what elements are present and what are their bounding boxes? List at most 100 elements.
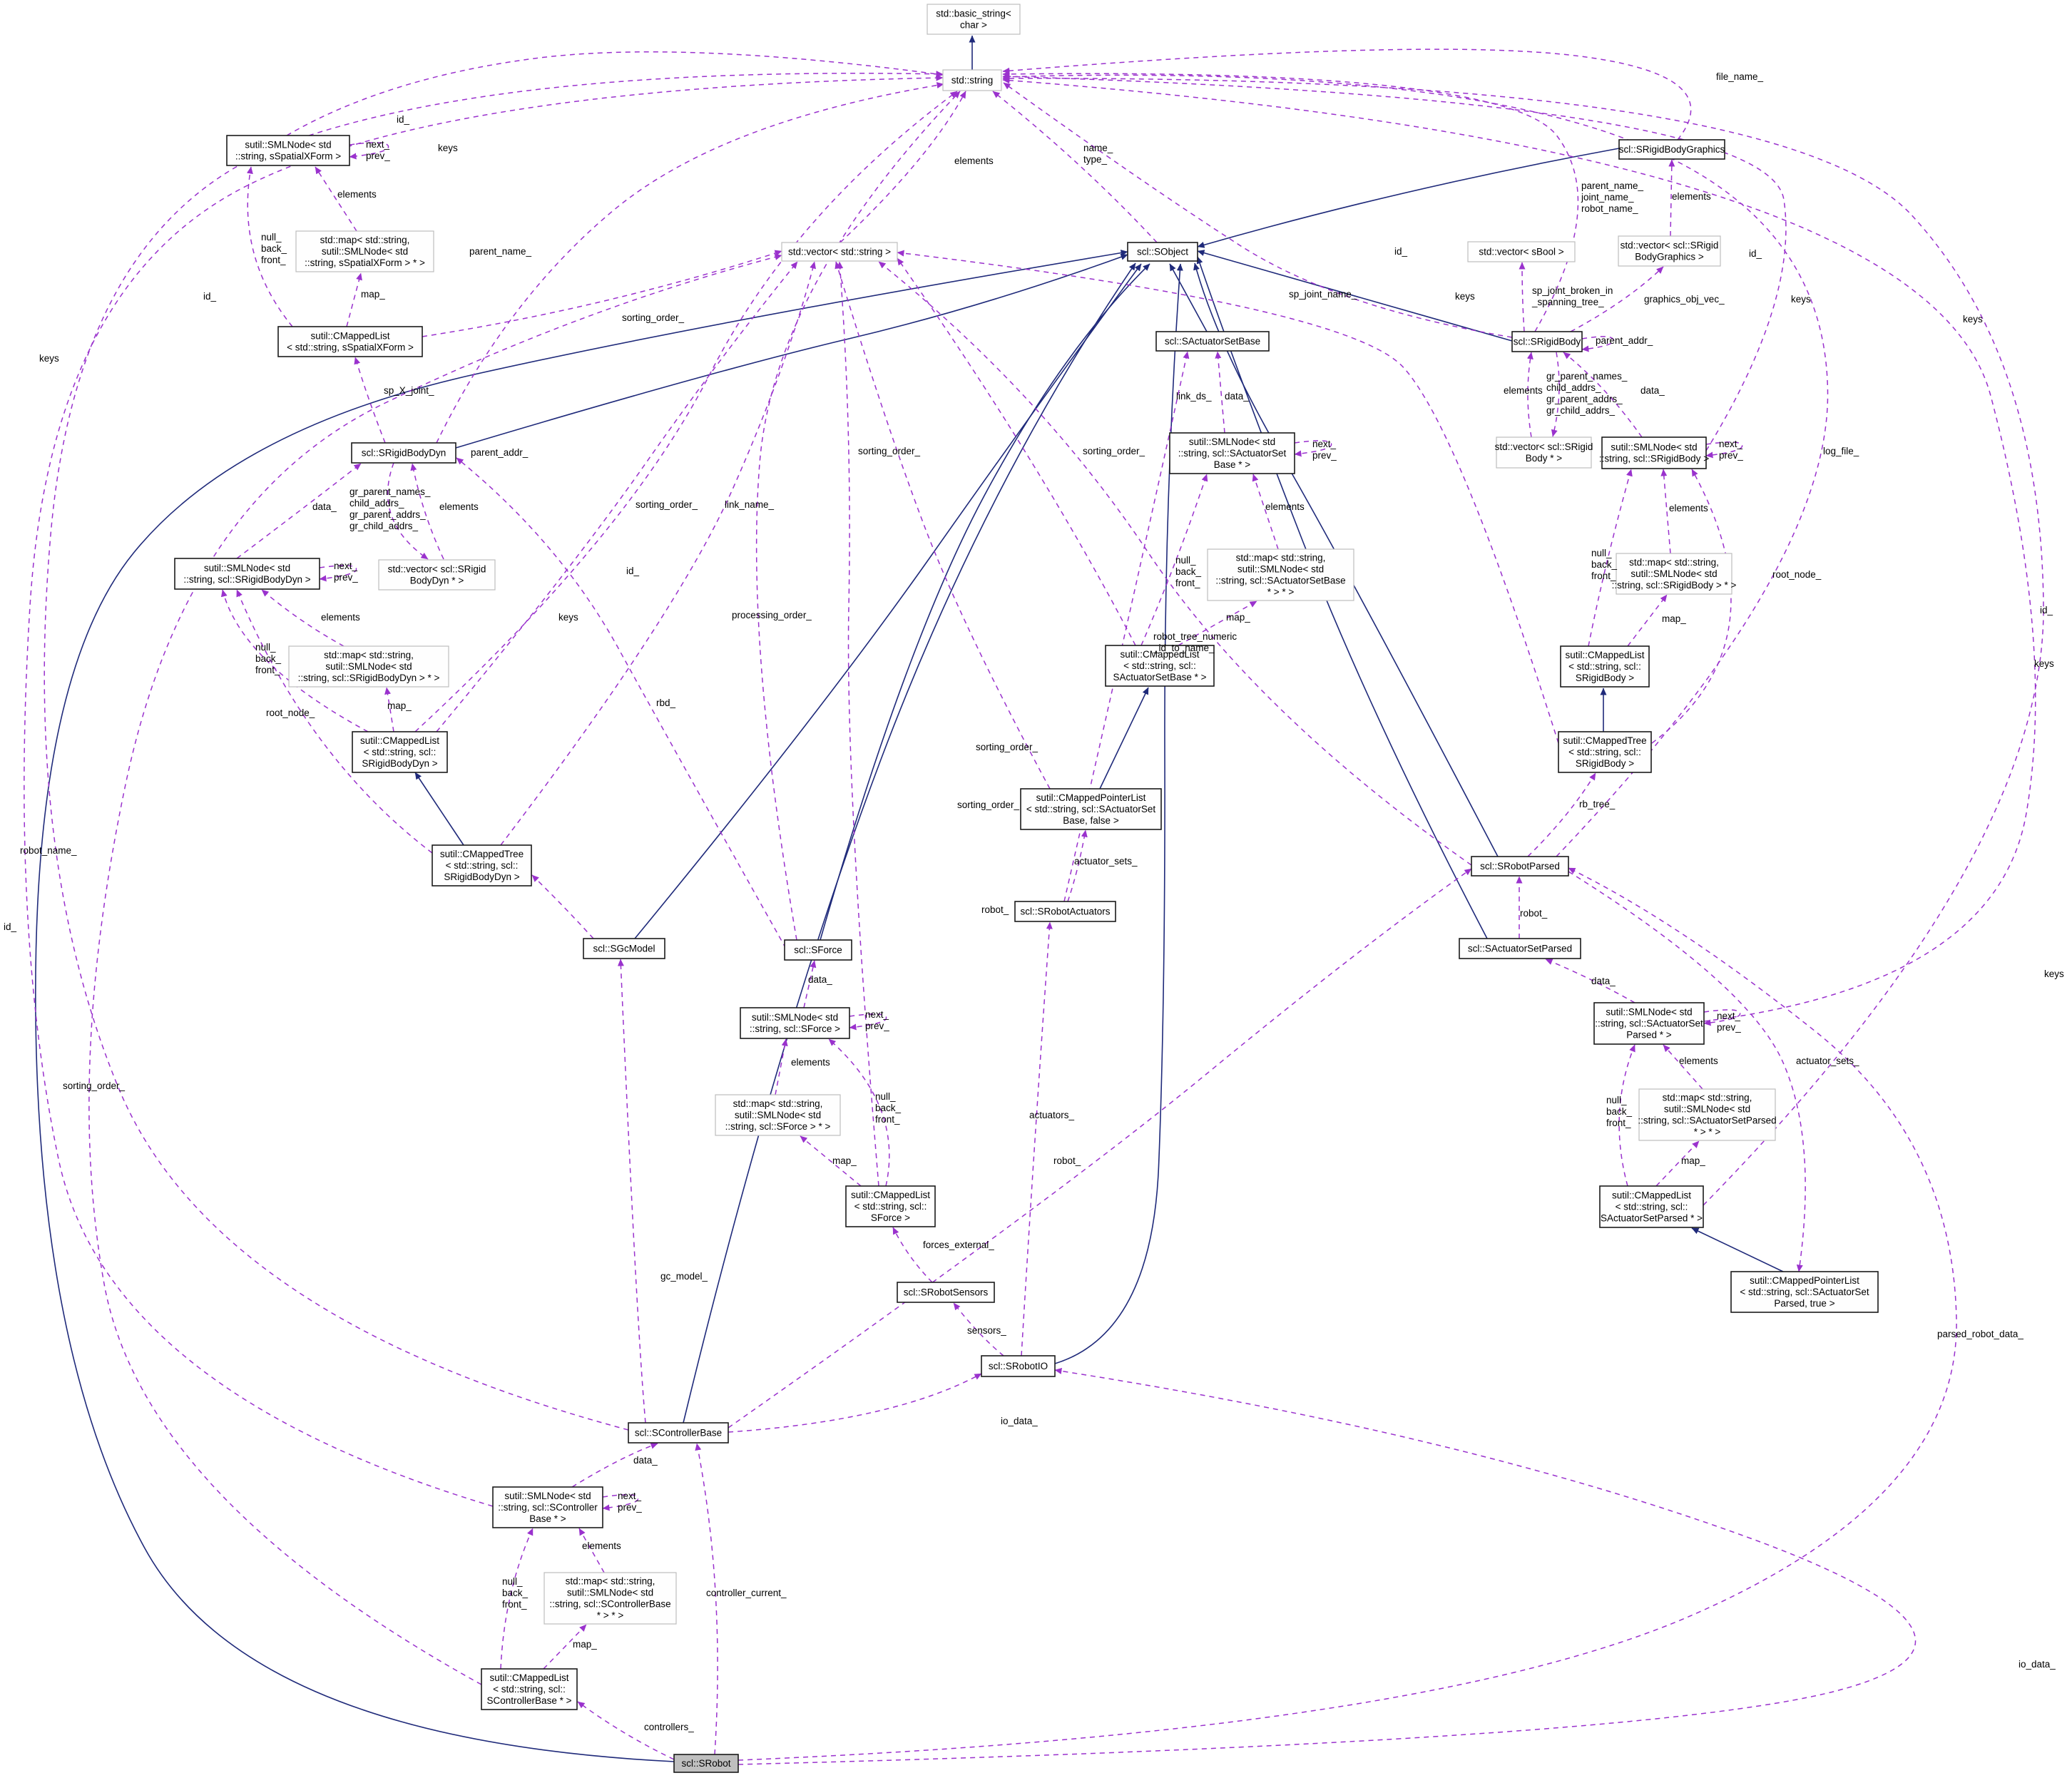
edge-srbd-to-cml_xform: [354, 357, 386, 444]
node-srobot[interactable]: scl::SRobot: [673, 1754, 739, 1773]
node-sract[interactable]: scl::SRobotActuators: [1014, 901, 1116, 922]
node-cmt-srbd[interactable]: sutil::CMappedTree< std::string, scl::SR…: [432, 844, 532, 887]
node-smlnode-sforce[interactable]: sutil::SMLNode< std::string, scl::SForce…: [740, 1007, 850, 1039]
edge-label-next-41: next_prev_: [334, 561, 358, 583]
edge-smlnode_sasp-to-smlnode_sasp: [1703, 1009, 1741, 1026]
node-smlnode-xform[interactable]: sutil::SMLNode< std::string, sSpatialXFo…: [226, 135, 350, 166]
edge-label-id-42: id_: [626, 566, 640, 576]
node-sasb-box: [1155, 331, 1270, 352]
edge-srparsed-to-cmt_srb: [1527, 772, 1596, 857]
node-basic-string-box: [927, 4, 1021, 35]
node-srb-box: [1511, 331, 1583, 352]
node-srsens[interactable]: scl::SRobotSensors: [897, 1282, 995, 1303]
node-string[interactable]: std::string: [942, 69, 1002, 91]
node-sobject[interactable]: scl::SObject: [1127, 242, 1198, 262]
edge-map_srbd-to-smlnode_srbd: [261, 589, 345, 647]
edge-label-robot-tree-numeric-57: robot_tree_numeric_id_to_name_: [1153, 631, 1237, 653]
node-cmpl-sasb-label: sutil::CMappedPointerList< std::string, …: [1026, 792, 1155, 826]
node-cml-srb[interactable]: sutil::CMappedList< std::string, scl::SR…: [1560, 645, 1650, 688]
node-cml-srbd[interactable]: sutil::CMappedList< std::string, scl::SR…: [352, 731, 448, 773]
node-map-srbd[interactable]: std::map< std::string,sutil::SMLNode< st…: [288, 645, 449, 688]
node-cmpl-sasp[interactable]: sutil::CMappedPointerList< std::string, …: [1730, 1271, 1879, 1313]
edge-smlnode_sctrl-to-string: [24, 74, 944, 1507]
node-sgcmodel[interactable]: scl::SGcModel: [583, 938, 665, 959]
edge-map_sasp-to-smlnode_sasp: [1663, 1044, 1703, 1090]
edge-label-sensors-80: sensors_: [967, 1325, 1006, 1336]
node-smlnode-srbd[interactable]: sutil::SMLNode< std::string, scl::SRigid…: [174, 558, 320, 590]
edge-label-elements-40: elements: [439, 501, 479, 512]
edge-label-next-75: next_prev_: [865, 1009, 889, 1031]
node-srb[interactable]: scl::SRigidBody: [1511, 331, 1583, 352]
edge-label-id-94: id_: [4, 921, 17, 932]
edge-label-sp-joint-name-16: sp_joint_name_: [1289, 289, 1357, 300]
node-smlnode-sasb-box: [1169, 432, 1295, 474]
edge-cml_sasp-to-map_sasp: [1655, 1140, 1700, 1187]
edge-label-root-node-31: root_node_: [1772, 569, 1822, 580]
node-smlnode-sasp[interactable]: sutil::SMLNode< std::string, scl::SActua…: [1593, 1002, 1705, 1045]
edge-label-null-77: null_back_front_: [875, 1091, 902, 1125]
node-map-sasb[interactable]: std::map< std::string,sutil::SMLNode< st…: [1207, 548, 1354, 601]
node-map-sasp[interactable]: std::map< std::string,sutil::SMLNode< st…: [1638, 1088, 1777, 1141]
node-map-sasb-box: [1207, 548, 1354, 601]
node-cmpl-sasb[interactable]: sutil::CMappedPointerList< std::string, …: [1020, 788, 1162, 830]
edge-label-actuator-sets-70: actuator_sets_: [1796, 1056, 1859, 1066]
edge-cml_sctrl-to-smlnode_sctrl: [500, 1528, 534, 1670]
node-cml-sasp[interactable]: sutil::CMappedList< std::string, scl::SA…: [1599, 1185, 1704, 1228]
node-cmt-srb[interactable]: sutil::CMappedTree< std::string, scl::SR…: [1558, 731, 1652, 773]
edge-label-data-74: data_: [808, 974, 832, 985]
node-cml-sforce[interactable]: sutil::CMappedList< std::string, scl::SF…: [845, 1185, 936, 1227]
edge-cml_xform-to-map_xform: [346, 272, 362, 327]
node-sctrl[interactable]: scl::SControllerBase: [628, 1422, 729, 1444]
node-smlnode-sasb[interactable]: sutil::SMLNode< std::string, scl::SActua…: [1169, 432, 1295, 474]
node-sasb-label: scl::SActuatorSetBase: [1165, 336, 1260, 347]
node-map-xform-box: [295, 230, 434, 272]
node-vec-string[interactable]: std::vector< std::string >: [781, 242, 898, 262]
edge-srb-to-string: [1003, 82, 1513, 338]
node-map-srb-label: std::map< std::string,sutil::SMLNode< st…: [1612, 557, 1737, 591]
edge-smlnode_srbd-to-srbd: [236, 463, 362, 559]
node-basic-string-label: std::basic_string<char >: [936, 9, 1011, 31]
node-vec-sbool-label: std::vector< sBool >: [1479, 247, 1563, 257]
edge-srobot-to-sctrl: [695, 1443, 718, 1755]
edge-cml_sasb-to-vec_string: [897, 257, 1136, 646]
edge-label-data-59: data_: [1225, 391, 1249, 402]
node-cml-sasb[interactable]: sutil::CMappedList< std::string, scl::SA…: [1105, 645, 1215, 687]
node-cml-sctrl[interactable]: sutil::CMappedList< std::string, scl::SC…: [481, 1668, 578, 1710]
node-srparsed[interactable]: scl::SRobotParsed: [1471, 856, 1569, 877]
node-cml-xform[interactable]: sutil::CMappedList< std::string, sSpatia…: [277, 326, 423, 357]
node-smlnode-sctrl-label: sutil::SMLNode< std::string, scl::SContr…: [498, 1491, 598, 1524]
edge-srobot-to-cml_sctrl: [577, 1701, 675, 1760]
edge-label-sorting-order-48: sorting_order_: [622, 312, 685, 323]
node-smlnode-sctrl[interactable]: sutil::SMLNode< std::string, scl::SContr…: [492, 1486, 603, 1528]
edge-sctrl-to-sobject: [683, 262, 1136, 1424]
node-vec-sbool[interactable]: std::vector< sBool >: [1467, 241, 1576, 262]
node-map-sforce[interactable]: std::map< std::string,sutil::SMLNode< st…: [715, 1094, 841, 1136]
node-smlnode-srb[interactable]: sutil::SMLNode< std::string, scl::SRigid…: [1599, 436, 1709, 469]
node-smlnode-sasp-label: sutil::SMLNode< std::string, scl::SActua…: [1595, 1007, 1703, 1041]
node-sforce-label: scl::SForce: [794, 945, 842, 956]
node-map-sctrl[interactable]: std::map< std::string,sutil::SMLNode< st…: [543, 1572, 677, 1625]
edge-label-null-4: null_back_front_: [261, 232, 287, 265]
node-basic-string[interactable]: std::basic_string<char >: [927, 4, 1021, 35]
node-map-xform[interactable]: std::map< std::string,sutil::SMLNode< st…: [295, 230, 434, 272]
edge-srobot-to-sobject: [35, 250, 1128, 1762]
edge-sctrl-to-string: [44, 71, 944, 1431]
edge-label-data-67: data_: [1591, 976, 1616, 986]
edge-label-keys-2: keys: [438, 143, 458, 153]
node-map-sctrl-label: std::map< std::string,sutil::SMLNode< st…: [549, 1576, 670, 1621]
node-sforce[interactable]: scl::SForce: [784, 939, 852, 961]
edge-label-id-0: id_: [397, 114, 410, 125]
edge-label-link-ds-58: link_ds_: [1176, 391, 1212, 402]
node-sasp[interactable]: scl::SActuatorSetParsed: [1459, 938, 1581, 959]
node-sasb[interactable]: scl::SActuatorSetBase: [1155, 331, 1270, 352]
edge-sctrl-to-srparsed: [728, 868, 1472, 1429]
node-srbg[interactable]: scl::SRigidBodyGraphics: [1618, 139, 1725, 160]
node-map-srb[interactable]: std::map< std::string,sutil::SMLNode< st…: [1612, 553, 1737, 595]
node-srbd[interactable]: scl::SRigidBodyDyn: [351, 442, 456, 464]
node-srio[interactable]: scl::SRobotIO: [981, 1355, 1056, 1377]
edge-cml_xform-to-vec_string: [422, 250, 782, 337]
